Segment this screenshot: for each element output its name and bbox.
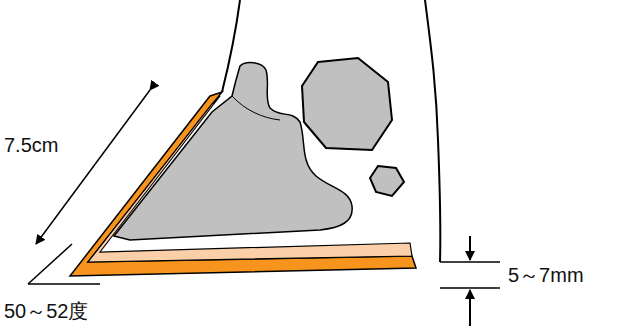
dimension-label: 5～7mm xyxy=(508,264,584,286)
hoof-outline xyxy=(425,0,440,262)
dimension-arrow xyxy=(469,290,471,326)
dimension-arrow xyxy=(469,236,471,260)
dimension-label: 50～52度 xyxy=(4,300,89,322)
angle-base xyxy=(28,283,100,285)
pastern-bone xyxy=(302,58,392,150)
dimension-line xyxy=(440,261,500,263)
dimension-line xyxy=(440,287,500,289)
joint-line xyxy=(232,96,280,120)
dimension-label: 7.5cm xyxy=(4,134,58,156)
navicular-bone xyxy=(370,166,404,196)
dimension-arrow xyxy=(36,90,150,244)
angle-line xyxy=(28,244,72,284)
